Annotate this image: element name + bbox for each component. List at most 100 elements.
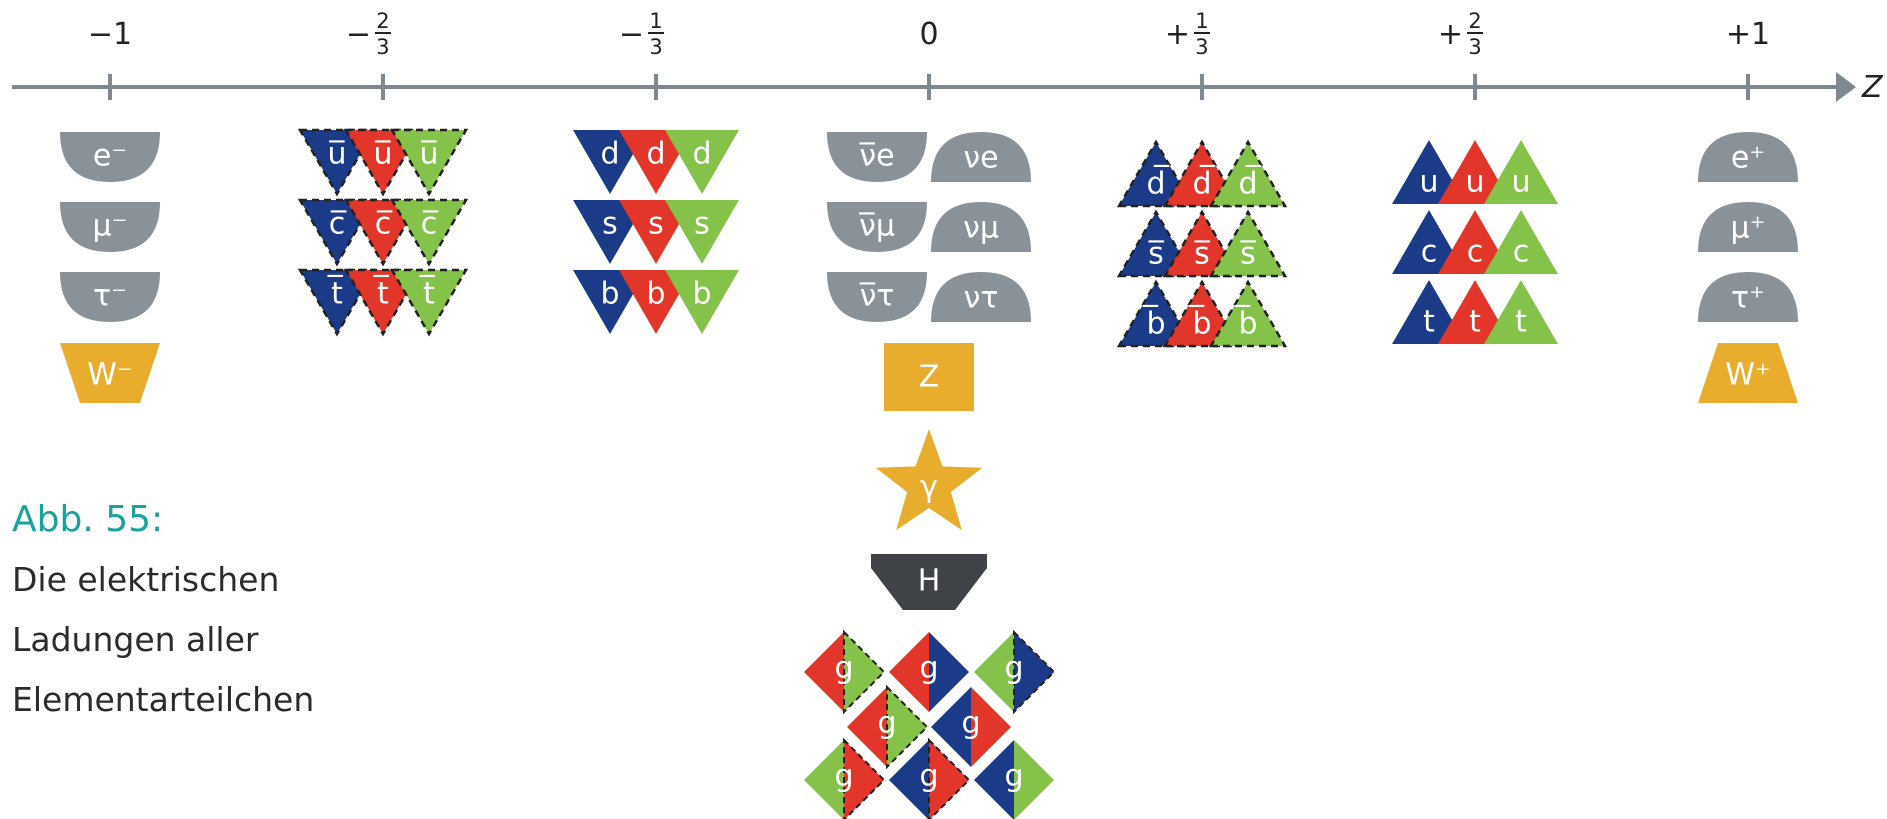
anti-down-type-quark-3: b̅b̅b̅	[1116, 279, 1288, 348]
w-plus: W⁺	[1698, 343, 1798, 403]
caption-line-1: Die elektrischen	[12, 560, 280, 599]
green-quark	[389, 198, 469, 267]
lepton-shape	[827, 202, 927, 252]
gluon-8: g	[974, 740, 1054, 819]
particle-label: t	[1469, 305, 1481, 340]
gluon-1: g	[804, 629, 886, 715]
caption-line-2: Ladungen aller	[12, 620, 259, 659]
anti-up-type-quark-2: c̅c̅c̅	[297, 198, 469, 267]
particle-label: c̅	[421, 207, 439, 242]
gluon-half-right	[843, 629, 886, 715]
particle-label: ν̅e	[859, 139, 895, 174]
gluon-half-right	[971, 687, 1011, 767]
gluon-half-right	[1013, 629, 1056, 715]
particle-label: μ⁻	[93, 209, 128, 244]
antineutrino-2: ν̅μ	[827, 202, 927, 252]
particle-label: τ⁻	[93, 279, 127, 314]
particle-label: b̅	[1188, 304, 1211, 341]
particle-label: u̅	[419, 137, 438, 172]
tick-denominator: 3	[1195, 35, 1208, 59]
particle-label: s̅	[1194, 237, 1211, 272]
tick-numerator: 2	[1468, 9, 1481, 33]
antineutrino-1: ν̅e	[827, 132, 927, 182]
z-boson: Z	[884, 343, 974, 411]
particle-label: c̅	[329, 207, 347, 242]
particle-label: c	[1467, 235, 1484, 270]
anti-down-type-quark-1: d̅ d̅ d̅	[1116, 139, 1288, 208]
particle-label: ντ	[964, 281, 999, 316]
tick-label-5: +23	[1438, 9, 1484, 59]
green-quark	[1484, 280, 1558, 344]
particle-label: g	[919, 651, 938, 686]
particle-label: H	[918, 564, 941, 599]
lepton-shape	[931, 202, 1031, 252]
lepton-shape	[1698, 202, 1798, 252]
tick-numerator: 1	[1195, 9, 1208, 33]
green-quark	[665, 200, 739, 264]
caption-line-3: Elementarteilchen	[12, 680, 315, 719]
green-quark	[665, 270, 739, 334]
tick-denominator: 3	[1468, 35, 1481, 59]
lepton-1: e⁻	[60, 132, 160, 182]
neutrino-3: ντ	[931, 272, 1031, 322]
gluon-half-left	[804, 740, 844, 819]
particle-label: d	[692, 137, 711, 172]
particle-label: d̅	[1238, 164, 1261, 201]
particle-label: s	[648, 207, 664, 242]
tick-numerator: 2	[376, 9, 389, 33]
particle-label: t	[1515, 305, 1527, 340]
particle-label: s	[602, 207, 618, 242]
tick-sign: +	[1438, 17, 1463, 52]
particle-label: d̅	[1146, 164, 1169, 201]
gluon-5: g	[931, 687, 1011, 767]
gluon-half-left	[804, 632, 844, 712]
particle-label: b	[600, 277, 619, 312]
w-minus: W⁻	[60, 343, 160, 403]
lepton-shape	[1698, 272, 1798, 322]
neutrino-2: νμ	[931, 202, 1031, 252]
gluon-6: g	[804, 737, 886, 819]
green-quark	[389, 268, 469, 337]
tick-label-3: 0	[919, 17, 938, 52]
lepton-shape	[931, 132, 1031, 182]
lepton-shape	[60, 202, 160, 252]
caption-title: Abb. 55:	[12, 499, 164, 540]
particle-label: g	[877, 706, 896, 741]
gluon-half-right	[1014, 740, 1054, 819]
gluon-4: g	[847, 684, 929, 770]
tick-denominator: 3	[649, 35, 662, 59]
particle-label: g	[834, 759, 853, 794]
particle-label: d̅	[1192, 164, 1215, 201]
particle-label: νe	[963, 141, 998, 176]
lepton-shape	[60, 272, 160, 322]
gluon-half-right	[886, 684, 929, 770]
particle-label: t	[1423, 305, 1435, 340]
gluon-half-left	[847, 687, 887, 767]
green-quark	[1484, 210, 1558, 274]
particle-label: b	[646, 277, 665, 312]
tick-label-6: +1	[1726, 17, 1770, 52]
particle-label: u̅	[327, 137, 346, 172]
particle-label: μ⁺	[1731, 211, 1766, 246]
lepton-2: μ⁻	[60, 202, 160, 252]
antilepton-1: e⁺	[1698, 132, 1798, 182]
particle-label: u	[1465, 165, 1484, 200]
particle-label: b	[692, 277, 711, 312]
particle-label: t̅	[327, 274, 344, 311]
lepton-shape	[827, 132, 927, 182]
tick-label-2: −13	[619, 9, 665, 59]
tick-label-1: −23	[346, 9, 391, 59]
antineutrino-3: ν̅τ	[827, 272, 927, 322]
particle-label: Z	[919, 360, 940, 395]
particle-label: ν̅τ	[859, 279, 895, 314]
particle-label: u̅	[373, 137, 392, 172]
particle-label: γ	[920, 470, 938, 505]
particle-label: e⁻	[93, 139, 127, 174]
particle-label: c	[1513, 235, 1530, 270]
w-boson-shape	[1698, 343, 1798, 403]
particle-label: u	[1419, 165, 1438, 200]
tick-sign: +	[1165, 17, 1190, 52]
